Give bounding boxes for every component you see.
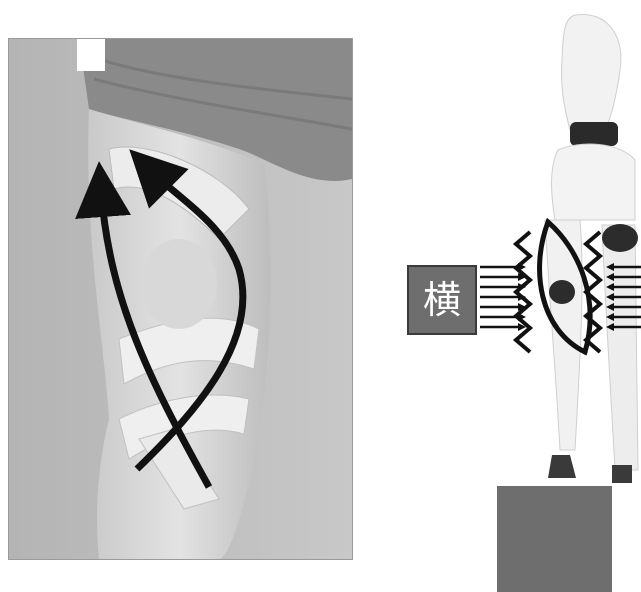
pedestal-block xyxy=(497,486,612,592)
direction-label-text: 横 xyxy=(423,281,461,319)
knee-taping-photo xyxy=(8,38,353,560)
direction-label-box: 横 xyxy=(407,265,477,335)
knee-taping-illustration xyxy=(9,39,352,559)
